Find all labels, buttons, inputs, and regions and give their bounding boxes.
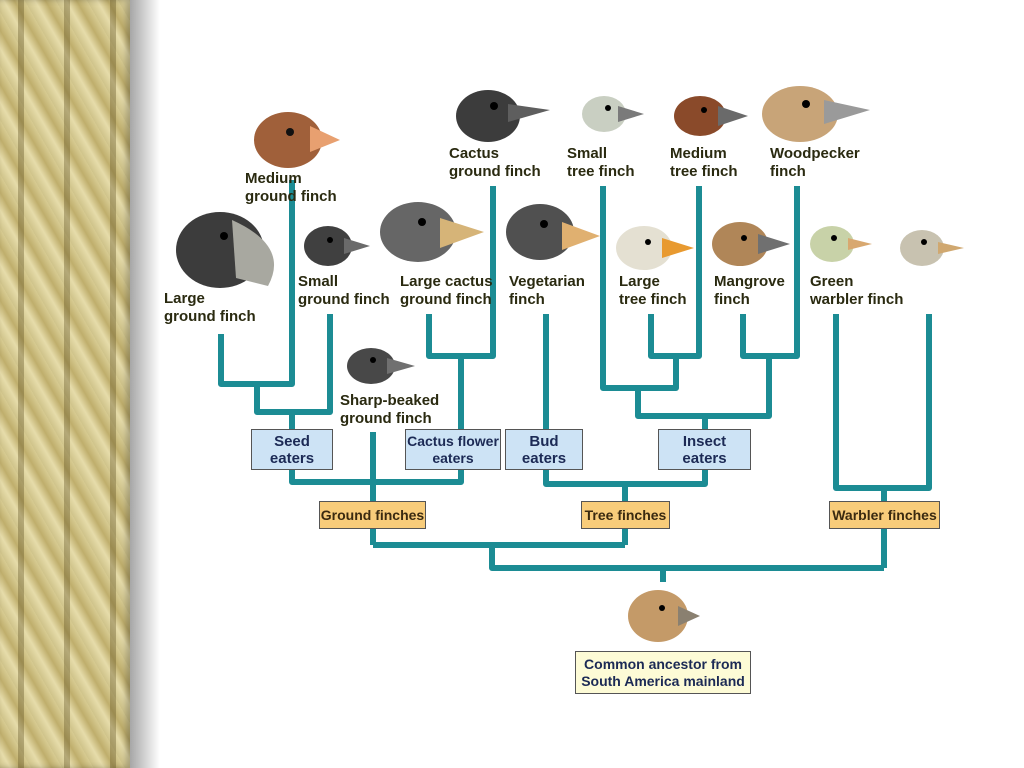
cactus-flower-eaters-box: Cactus flower eaters xyxy=(405,429,501,470)
panel-shadow xyxy=(130,0,160,768)
cactus-ground-finch-icon xyxy=(456,90,550,142)
large-tree-finch-icon xyxy=(616,226,694,270)
bud-eaters-box: Bud eaters xyxy=(505,429,583,470)
insect-eaters-box: Insect eaters xyxy=(658,429,751,470)
label-cactus-ground-finch: Cactus ground finch xyxy=(449,145,541,180)
large-ground-finch-icon xyxy=(176,212,275,288)
tree-finches-box: Tree finches xyxy=(581,501,670,529)
branch-mangrove-woodpecker xyxy=(740,186,800,359)
green-warbler-finch-icon xyxy=(810,226,872,262)
label-woodpecker-finch: Woodpecker finch xyxy=(770,145,860,180)
common-ancestor-finch-icon xyxy=(628,590,700,642)
medium-tree-finch-icon xyxy=(674,96,748,136)
large-cactus-ground-finch-icon xyxy=(380,202,484,262)
branch-seed-cactus-join xyxy=(289,472,464,485)
label-green-warbler-finch: Green warbler finch xyxy=(810,273,904,308)
label-medium-tree-finch: Medium tree finch xyxy=(670,145,738,180)
vegetarian-finch-icon xyxy=(506,204,600,260)
decorative-side-panel xyxy=(0,0,130,768)
branch-large-medium-tree xyxy=(648,186,702,359)
label-small-ground-finch: Small ground finch xyxy=(298,273,390,308)
warbler-finches-box: Warbler finches xyxy=(829,501,940,529)
panel-stripe xyxy=(110,0,116,768)
seed-eaters-box: Seed eaters xyxy=(251,429,333,470)
medium-ground-finch-icon xyxy=(254,112,340,168)
branch-root xyxy=(489,545,884,571)
label-sharp-beaked-ground-finch: Sharp-beaked ground finch xyxy=(340,392,440,427)
label-large-ground-finch: Large ground finch xyxy=(164,290,256,325)
panel-stripe xyxy=(64,0,70,768)
small-ground-finch-icon xyxy=(304,226,370,266)
label-vegetarian-finch: Vegetarian finch xyxy=(509,273,585,308)
branch-warbler xyxy=(833,314,932,491)
mangrove-finch-icon xyxy=(712,222,790,266)
label-large-cactus-ground-finch: Large cactus ground finch xyxy=(400,273,493,308)
small-tree-finch-icon xyxy=(582,96,644,132)
common-ancestor-box: Common ancestor from South America mainl… xyxy=(575,651,751,694)
label-large-tree-finch: Large tree finch xyxy=(619,273,687,308)
sharp-beaked-ground-finch-icon xyxy=(347,348,415,384)
label-medium-ground-finch: Medium ground finch xyxy=(245,170,337,205)
woodpecker-finch-icon xyxy=(762,86,870,142)
warbler-finch-icon xyxy=(900,230,964,266)
label-mangrove-finch: Mangrove finch xyxy=(714,273,785,308)
panel-stripe xyxy=(18,0,24,768)
label-small-tree-finch: Small tree finch xyxy=(567,145,635,180)
ground-finches-box: Ground finches xyxy=(319,501,426,529)
